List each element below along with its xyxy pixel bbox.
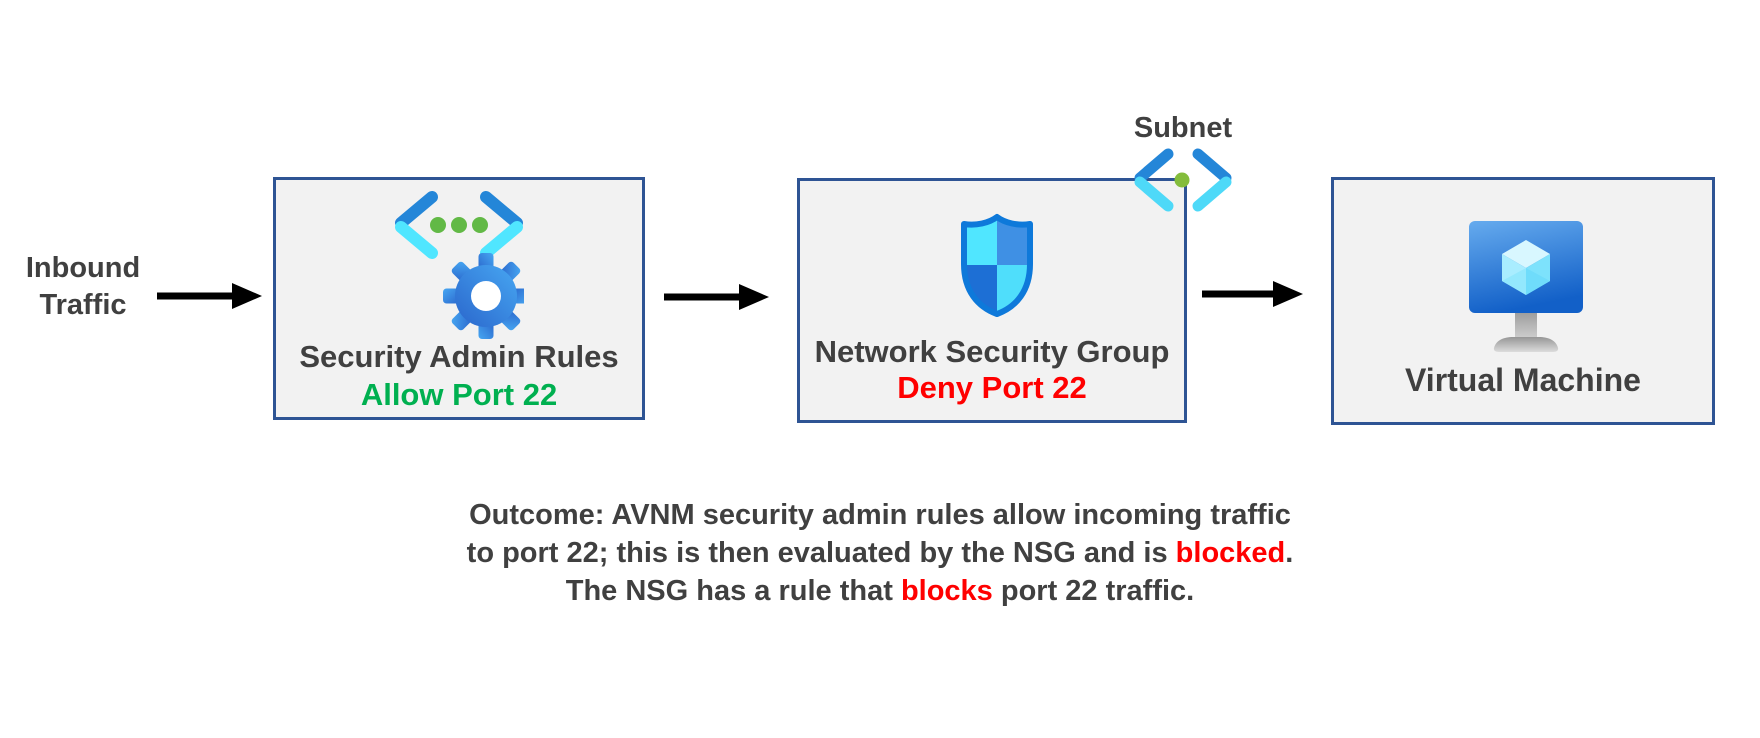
- security-admin-rules-icon: [395, 191, 524, 339]
- flow-arrow-1: [157, 283, 262, 309]
- outcome-line-3: The NSG has a rule that blocks port 22 t…: [565, 575, 1195, 607]
- node-subtitle-deny: Deny Port 22: [897, 370, 1087, 405]
- cube-icon: [1502, 240, 1550, 295]
- node-title: Virtual Machine: [1405, 362, 1641, 398]
- subnet-label: Subnet: [1133, 112, 1233, 144]
- inbound-traffic-label: Inbound Traffic: [25, 252, 141, 321]
- node-virtual-machine: Virtual Machine: [1331, 177, 1715, 425]
- node-security-admin-rules: Security Admin Rules Allow Port 22: [273, 177, 645, 420]
- node-network-security-group: Network Security Group Deny Port 22: [797, 178, 1187, 423]
- node-subtitle-allow: Allow Port 22: [360, 377, 558, 412]
- outcome-text: Outcome: AVNM security admin rules allow…: [0, 496, 1760, 610]
- flow-arrow-2: [664, 284, 769, 310]
- virtual-machine-icon: [1469, 221, 1583, 352]
- network-security-group-shield-icon: [961, 214, 1033, 317]
- monitor-stand-neck: [1515, 313, 1537, 339]
- blocks-highlight: blocks: [900, 575, 993, 607]
- node-title: Security Admin Rules: [299, 339, 619, 374]
- outcome-line-2: to port 22; this is then evaluated by th…: [466, 537, 1294, 569]
- blocked-highlight: blocked: [1175, 537, 1286, 569]
- outcome-line-1: Outcome: AVNM security admin rules allow…: [469, 499, 1291, 531]
- subnet-icon: [1134, 148, 1232, 212]
- node-title: Network Security Group: [814, 334, 1170, 369]
- monitor-stand-base: [1493, 337, 1559, 352]
- flow-arrow-3: [1202, 281, 1303, 307]
